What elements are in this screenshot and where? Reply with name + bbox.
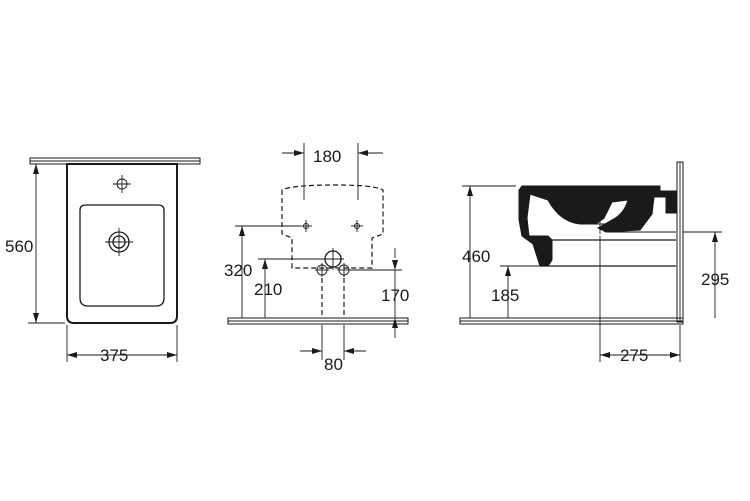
- bidet-outline-wall: [281, 184, 384, 269]
- dim-210: 210: [254, 280, 282, 299]
- dim-560: 560: [5, 237, 33, 256]
- bidet-bowl-inner: [533, 198, 624, 236]
- bidet-section-side: [518, 185, 677, 267]
- drain-icon: [105, 228, 133, 256]
- connection-point-icon: [590, 214, 610, 234]
- bidet-bowl-front: [79, 204, 165, 307]
- side-view: 460 185 295 275: [459, 161, 729, 365]
- front-view: 560 375: [5, 157, 201, 365]
- supply-connection-icon: [315, 263, 329, 277]
- wall-view: 180: [224, 143, 409, 374]
- dim-80: 80: [324, 355, 343, 374]
- dim-460: 460: [462, 247, 490, 266]
- dim-295: 295: [701, 270, 729, 289]
- bidet-outline-front: [66, 163, 178, 324]
- dim-185: 185: [491, 286, 519, 305]
- dim-180: 180: [313, 147, 341, 166]
- dim-170: 170: [381, 286, 409, 305]
- fixing-point-icon: [300, 220, 312, 232]
- tap-hole-icon: [113, 175, 131, 193]
- supply-connection-icon: [337, 263, 351, 277]
- dim-320: 320: [224, 261, 252, 280]
- fixing-point-icon: [351, 220, 363, 232]
- dim-275: 275: [620, 346, 648, 365]
- dim-375: 375: [100, 346, 128, 365]
